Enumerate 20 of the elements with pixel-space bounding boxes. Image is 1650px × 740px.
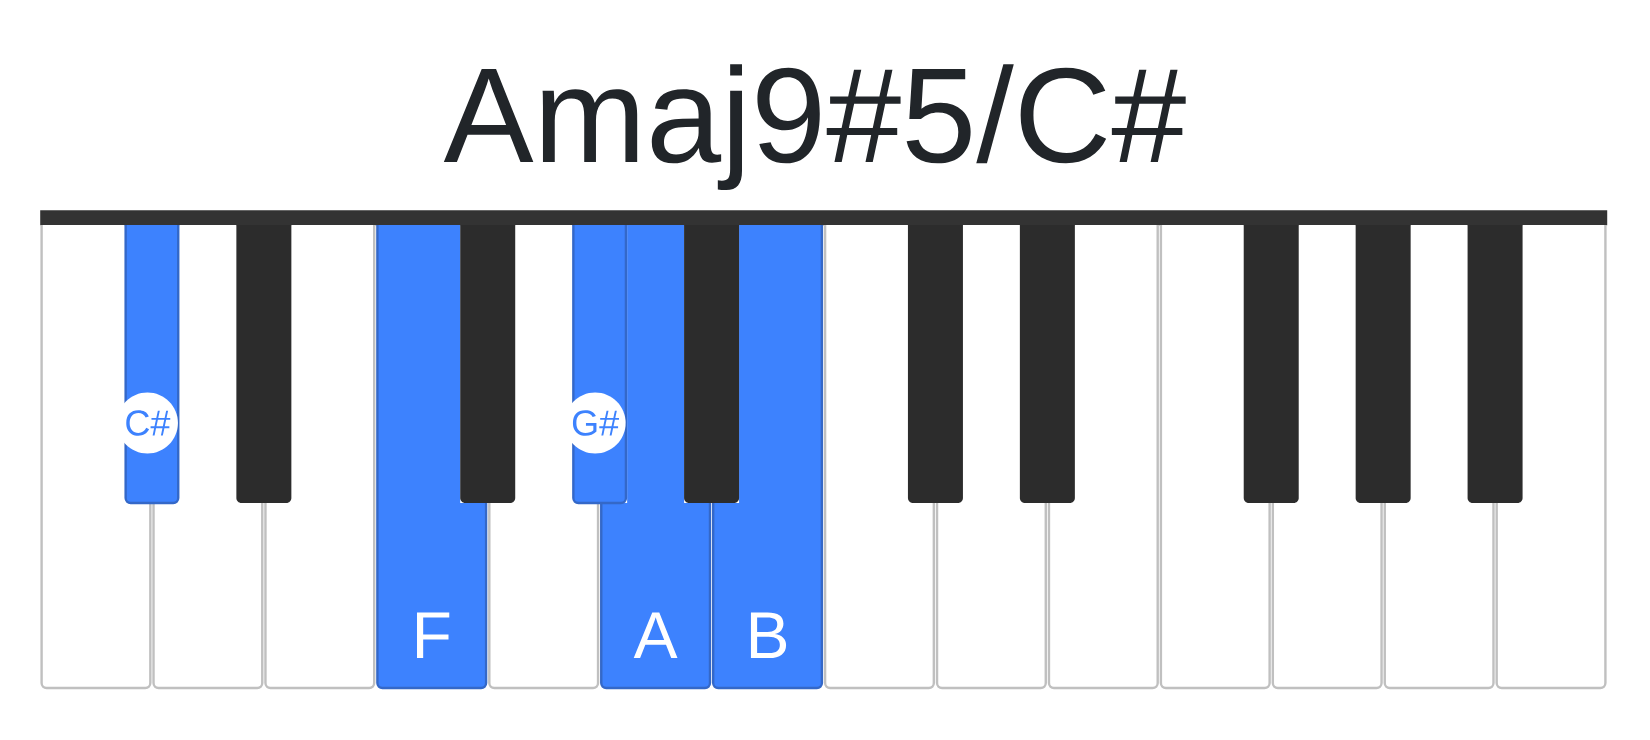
title: Amaj9#5/C# (443, 64, 1186, 190)
piano-key (1271, 225, 1383, 690)
piano-key: B (711, 225, 824, 690)
piano-key (236, 225, 292, 503)
piano-key (935, 225, 1047, 690)
piano-key (1019, 225, 1075, 503)
piano-key (1467, 225, 1523, 503)
piano-key: F (376, 225, 488, 690)
piano-key (1159, 225, 1271, 690)
piano-key (1047, 225, 1159, 690)
piano-key (907, 225, 963, 503)
piano-key (684, 225, 740, 503)
keyboard-bar (40, 210, 1608, 226)
piano-key (264, 225, 376, 690)
piano-key (1355, 225, 1411, 503)
piano-key (823, 225, 936, 690)
piano-key (460, 225, 516, 503)
piano-key (1495, 225, 1607, 690)
piano-key (1383, 225, 1495, 690)
piano-key (1243, 225, 1299, 503)
